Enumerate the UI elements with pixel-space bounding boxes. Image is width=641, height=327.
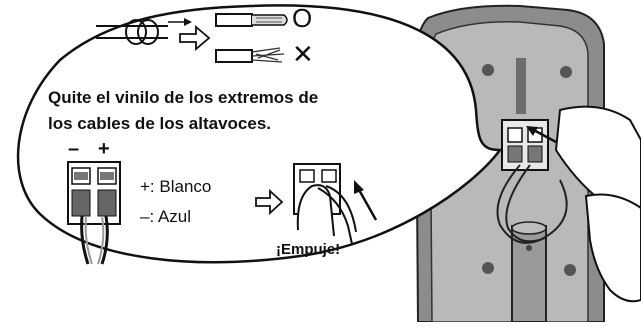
screw-hole-icon — [482, 262, 494, 274]
instruction-line-1: Quite el vinilo de los extremos de — [48, 88, 319, 107]
twisted-wire-illustration — [96, 18, 192, 45]
wrong-wire-illustration — [215, 47, 285, 63]
screw-hole-icon — [564, 264, 576, 276]
screw-hole-icon — [560, 66, 572, 78]
mounting-slot — [516, 58, 526, 114]
hollow-arrow-icon — [179, 25, 211, 51]
terminal-block — [67, 161, 121, 265]
push-arrow-icon — [526, 126, 538, 136]
correct-symbol: O — [292, 3, 313, 33]
correct-wire-illustration — [215, 13, 288, 27]
hollow-arrow-icon — [255, 188, 284, 216]
minus-sign: – — [68, 138, 80, 160]
screw-hole-icon — [482, 64, 494, 76]
push-arrow-icon — [354, 180, 364, 194]
callout-bubble — [16, 4, 503, 264]
push-terminal-illustration — [293, 163, 378, 245]
push-label: ¡Empuje! — [276, 241, 341, 258]
hand-illustration — [584, 193, 641, 303]
legend-plus-white: +: Blanco — [140, 177, 212, 196]
instruction-line-2: los cables de los altavoces. — [48, 114, 272, 133]
plus-sign: + — [98, 138, 110, 160]
legend-minus-blue: –: Azul — [140, 207, 192, 226]
wrong-symbol: ✕ — [292, 40, 314, 70]
